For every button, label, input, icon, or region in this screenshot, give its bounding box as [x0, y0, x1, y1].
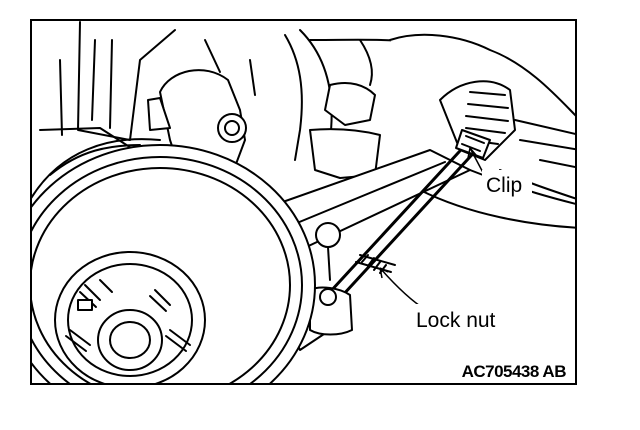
tie-rod — [328, 129, 491, 298]
lower-arm — [259, 149, 471, 281]
upper-subframe — [147, 29, 431, 186]
lock-nut-label: Lock nut — [416, 309, 496, 332]
figure-code: AC705438 AB — [462, 362, 567, 381]
clip-arrowhead — [467, 147, 477, 159]
lock-nut-label-bg — [414, 304, 510, 332]
clip-label-bg — [482, 170, 532, 196]
suspension-drawing — [32, 21, 575, 383]
hub-and-studs — [65, 279, 191, 371]
clip-label: Clip — [486, 174, 522, 197]
lock-nut-arrowhead — [379, 267, 389, 279]
